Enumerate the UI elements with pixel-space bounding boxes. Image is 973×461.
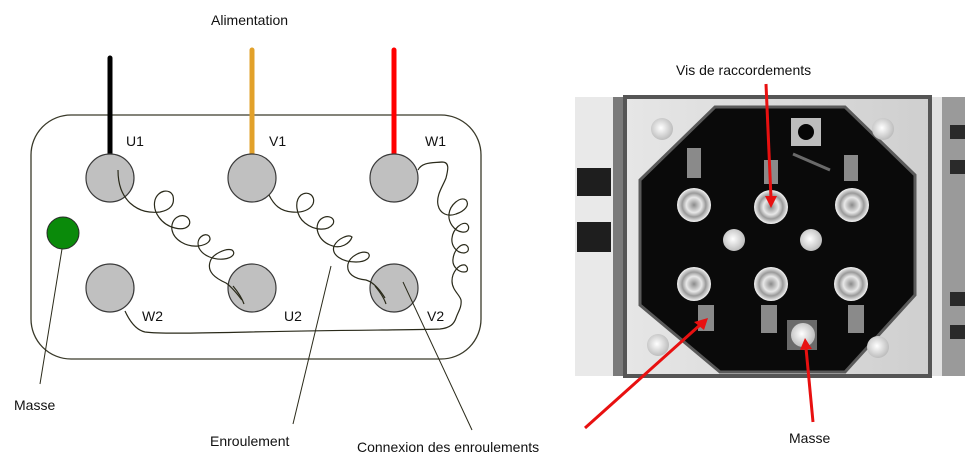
housing-slot bbox=[577, 222, 611, 252]
winding-w bbox=[124, 161, 470, 334]
terminal-u1 bbox=[85, 153, 135, 203]
arrow-vis bbox=[764, 83, 777, 208]
cable-lug bbox=[844, 155, 858, 181]
corner-screw bbox=[867, 336, 889, 358]
terminal-w2 bbox=[85, 263, 135, 313]
callout-masse: Masse bbox=[14, 397, 55, 413]
leader-connexion bbox=[402, 281, 473, 431]
terminal-w1 bbox=[369, 153, 419, 203]
cable-gland-hole bbox=[798, 124, 814, 140]
callout-enroulement: Enroulement bbox=[210, 433, 289, 449]
arrow-connexion bbox=[583, 318, 708, 430]
corner-screw bbox=[651, 118, 673, 140]
winding-end-u2 bbox=[232, 285, 245, 305]
housing-edge bbox=[613, 97, 625, 376]
housing-slot bbox=[577, 168, 611, 196]
terminal-u2 bbox=[227, 263, 277, 313]
leader-masse bbox=[39, 248, 63, 385]
label-v2: V2 bbox=[427, 308, 444, 324]
terminal-nut bbox=[677, 188, 711, 222]
callout-connexion: Connexion des enroulements bbox=[357, 439, 539, 455]
arrow-masse bbox=[800, 338, 815, 423]
schematic: Alimentation U1 V1 W1 W2 U2 V2 bbox=[14, 12, 539, 455]
terminal-v1 bbox=[227, 153, 277, 203]
ground-screw bbox=[791, 323, 815, 347]
label-w1: W1 bbox=[425, 133, 446, 149]
terminal-box-photo: Vis de raccordements Masse bbox=[575, 62, 965, 446]
callout-vis-raccordements: Vis de raccordements bbox=[676, 62, 811, 78]
terminal-cavity bbox=[638, 105, 917, 374]
winding-u bbox=[117, 169, 243, 301]
label-u2: U2 bbox=[284, 308, 302, 324]
terminal-v2 bbox=[369, 263, 419, 313]
terminal-nut bbox=[754, 267, 788, 301]
ground-terminal bbox=[46, 216, 80, 250]
housing-fin bbox=[950, 325, 965, 339]
label-u1: U1 bbox=[126, 133, 144, 149]
cable-lug bbox=[761, 305, 777, 333]
housing-fin bbox=[950, 160, 965, 174]
corner-screw bbox=[647, 334, 669, 356]
bridge-screw bbox=[800, 229, 822, 251]
internal-wire bbox=[792, 152, 831, 172]
callout-masse-photo: Masse bbox=[789, 430, 830, 446]
terminal-nut bbox=[677, 267, 711, 301]
terminal-box-outline bbox=[30, 114, 482, 360]
label-v1: V1 bbox=[269, 133, 286, 149]
corner-screw bbox=[872, 118, 894, 140]
terminal-nut bbox=[834, 267, 868, 301]
housing-fin bbox=[950, 125, 965, 139]
cable-lug bbox=[848, 305, 864, 333]
winding-end-v2 bbox=[374, 285, 387, 305]
housing-edge bbox=[932, 97, 942, 376]
supply-label: Alimentation bbox=[211, 12, 288, 28]
cable-lug bbox=[687, 148, 701, 178]
label-w2: W2 bbox=[142, 308, 163, 324]
terminal-nut bbox=[835, 188, 869, 222]
bridge-screw bbox=[723, 229, 745, 251]
housing-fin bbox=[950, 292, 965, 306]
leader-enroulement bbox=[292, 265, 332, 425]
winding-v bbox=[268, 192, 386, 299]
